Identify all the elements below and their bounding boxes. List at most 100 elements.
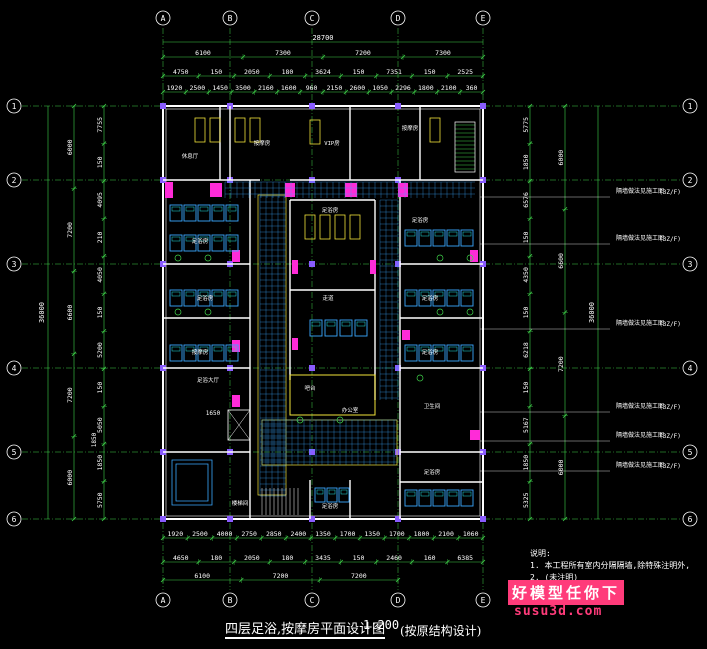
dim-bottom-row1-value: 2500: [192, 530, 208, 538]
wall-infill: [470, 250, 478, 262]
dim-bottom-row2-value: 2050: [244, 554, 260, 562]
dim-top-row3-value: 2296: [395, 84, 411, 92]
plant: [204, 308, 212, 316]
foot-bath-seat: [432, 344, 446, 362]
axis-bubble-top-D: [390, 10, 406, 26]
dim-right-row1-value: 150: [522, 382, 530, 394]
room-label: 按摩房: [402, 124, 419, 132]
dim-bottom-row1-value: 2400: [291, 530, 307, 538]
dim-left-row2-value: 150: [96, 307, 104, 319]
foot-bath-seat: [183, 289, 197, 307]
foot-bath-seat-cushion: [434, 231, 444, 237]
dim-left-row2-value: 4095: [96, 192, 104, 208]
room-dim-1850: 1850: [91, 432, 98, 447]
room-label: 足浴房: [422, 294, 439, 302]
callout-label: 隔墙做法见施工图: [616, 187, 664, 195]
dim-left-outer-value: 36000: [38, 302, 46, 323]
foot-bath-seat: [225, 289, 239, 307]
foot-bath-seat: [183, 204, 197, 222]
foot-bath-seat: [460, 489, 474, 507]
foot-bath-seat-cushion: [171, 346, 181, 352]
wall-infill: [210, 183, 222, 197]
dim-bottom-row1-value: 2750: [241, 530, 257, 538]
axis-bubble-bottom-C: [304, 592, 320, 608]
axis-label-left-5: 5: [12, 448, 17, 457]
structural-column: [480, 516, 486, 522]
elevator-shaft: [227, 409, 251, 441]
wall-infill: [470, 430, 480, 440]
foot-bath-seat: [169, 204, 183, 222]
dim-top-row1-value: 7200: [355, 49, 371, 57]
foot-bath-seat: [169, 344, 183, 362]
dim-right-row2-value: 6000: [557, 150, 565, 166]
foot-bath-seat-cushion: [462, 231, 472, 237]
axis-bubble-bottom-D: [390, 592, 406, 608]
elevator-cross: [227, 409, 251, 441]
dim-bottom-row1-value: 1920: [167, 530, 183, 538]
dim-top-row3-value: 2160: [258, 84, 274, 92]
foot-bath-seat-cushion: [311, 321, 321, 327]
structural-column: [309, 261, 315, 267]
axis-label-top-E: E: [481, 14, 486, 23]
axis-bubble-left-4: [6, 360, 22, 376]
callout-label: 隔墙做法见施工图: [616, 319, 664, 327]
axis-bubble-left-6: [6, 511, 22, 527]
dim-right-row1-value: 4350: [522, 267, 530, 283]
foot-bath-seat: [183, 234, 197, 252]
dim-bottom-row1-value: 2850: [266, 530, 282, 538]
foot-bath-seat: [211, 204, 225, 222]
foot-bath-seat: [432, 229, 446, 247]
foot-bath-seat-cushion: [406, 291, 416, 297]
structural-column: [160, 516, 166, 522]
dim-top-row3-value: 1920: [167, 84, 183, 92]
massage-bed: [194, 117, 206, 143]
axis-bubble-right-3: [682, 256, 698, 272]
axis-label-right-3: 3: [688, 260, 693, 269]
foot-bath-seat-cushion: [462, 491, 472, 497]
foot-bath-seat: [432, 289, 446, 307]
callout-tail: (3Z/F): [659, 189, 681, 196]
axis-label-left-4: 4: [12, 364, 17, 373]
foot-bath-seat: [211, 289, 225, 307]
dim-top-row2-value: 180: [282, 68, 294, 76]
axis-bubble-left-2: [6, 172, 22, 188]
foot-bath-seat-cushion: [328, 489, 336, 495]
note-line-1: 1. 本工程所有室内分隔隔墙,除特殊注明外,: [530, 561, 691, 570]
dim-top-row3-value: 2600: [349, 84, 365, 92]
axis-label-bottom-E: E: [481, 596, 486, 605]
axis-label-right-5: 5: [688, 448, 693, 457]
foot-bath-seat-cushion: [199, 291, 209, 297]
dim-bottom-row2-value: 4650: [173, 554, 189, 562]
wall-infill: [232, 340, 240, 352]
axis-bubble-right-2: [682, 172, 698, 188]
dim-left-row2-value: 210: [96, 231, 104, 243]
dim-right-row1-value: 5775: [522, 117, 530, 133]
dim-right-row2-value: 6600: [557, 253, 565, 269]
foot-bath-seat-cushion: [326, 321, 336, 327]
callout-tail: (3Z/F): [659, 404, 681, 411]
foot-bath-seat-cushion: [199, 206, 209, 212]
dim-right-row1-value: 150: [522, 307, 530, 319]
dim-top-row3-value: 2500: [189, 84, 205, 92]
foot-bath-seat: [197, 234, 211, 252]
foot-bath-seat: [314, 487, 326, 503]
callout-tail: (3Z/F): [659, 236, 681, 243]
foot-bath-seat-cushion: [406, 346, 416, 352]
bar-counter-outline: [289, 374, 376, 416]
axis-bubble-right-6: [682, 511, 698, 527]
foot-bath-seat-cushion: [434, 291, 444, 297]
massage-bed: [429, 117, 441, 143]
foot-bath-seat-cushion: [434, 491, 444, 497]
stair-outline: [454, 121, 476, 173]
foot-bath-seat-cushion: [420, 491, 430, 497]
foot-bath-seat: [339, 319, 353, 337]
drawing-title-block: 四层足浴,按摩房平面设计图 1:200 (按原结构设计): [225, 618, 525, 644]
foot-bath-seat: [404, 344, 418, 362]
axis-label-top-A: A: [161, 14, 166, 23]
foot-bath-seat-cushion: [420, 231, 430, 237]
massage-bed: [249, 117, 261, 143]
room-label: 足浴房: [424, 468, 441, 476]
plant: [336, 416, 344, 424]
